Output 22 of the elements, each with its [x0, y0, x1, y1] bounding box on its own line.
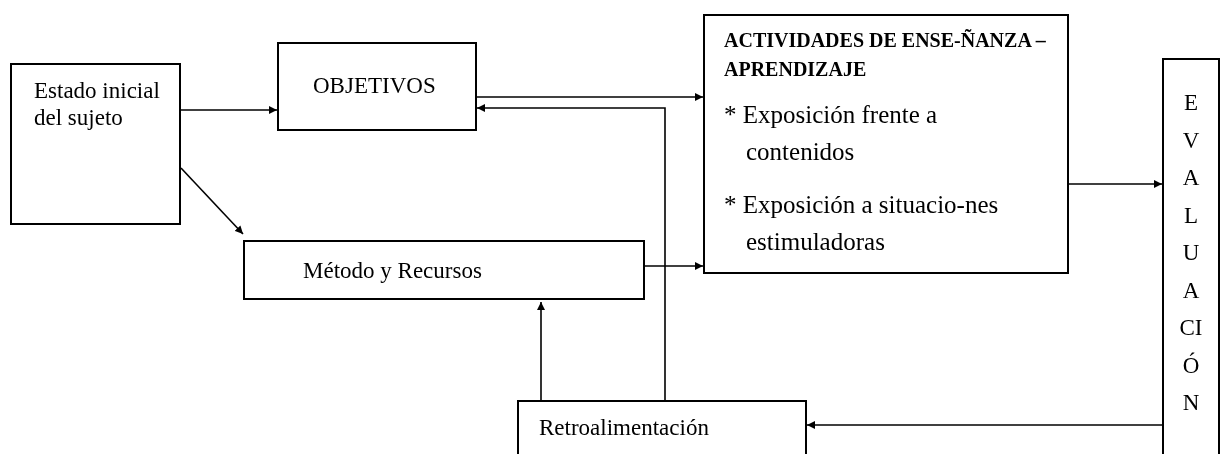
node-label: Método y Recursos — [303, 257, 483, 284]
process-box — [703, 14, 1069, 274]
heading-text: ACTIVIDADES DE ENSE-ÑANZA – APRENDIZAJE — [724, 28, 1047, 82]
vertical-label: EVALUACIÓN — [1178, 89, 1204, 417]
arrow — [537, 301, 545, 401]
node-label: OBJETIVOS — [313, 72, 437, 99]
process-box — [243, 240, 645, 300]
process-box — [517, 400, 807, 454]
arrow — [806, 421, 1163, 429]
arrow — [644, 262, 704, 270]
process-box — [10, 63, 181, 225]
arrow — [476, 104, 666, 401]
arrow — [1068, 180, 1163, 188]
bullet-text: * Exposición a situacio-nes estimuladoras — [724, 190, 1000, 257]
arrow — [180, 167, 244, 235]
process-box — [277, 42, 477, 131]
process-box — [1162, 58, 1220, 454]
node-label: Retroalimentación — [539, 414, 710, 441]
arrow — [476, 93, 704, 101]
bullet-text: * Exposición frente a contenidos — [724, 100, 939, 167]
arrow — [180, 106, 278, 114]
node-label: Estado inicial del sujeto — [34, 77, 161, 131]
